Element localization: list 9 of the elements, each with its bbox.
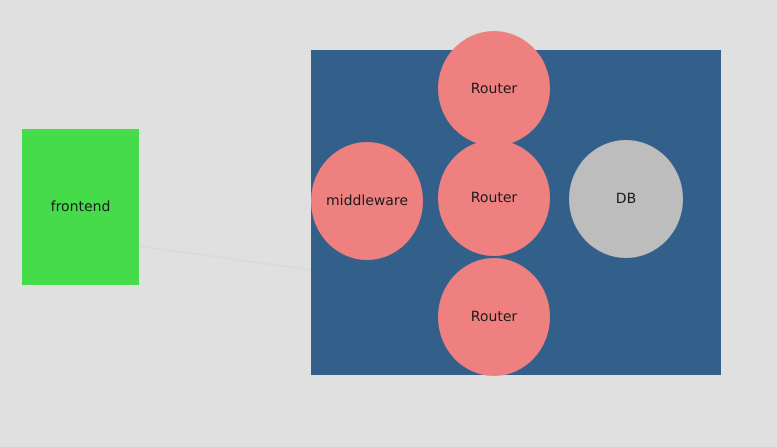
node-label: frontend: [50, 199, 110, 215]
container-box: [311, 50, 721, 375]
connector-line: [138, 245, 312, 271]
process-box: [22, 129, 139, 285]
node-label: Router: [470, 80, 518, 96]
node-label: Router: [470, 309, 518, 325]
node-label: DB: [616, 191, 636, 207]
node-label: middleware: [326, 193, 408, 209]
node-label: Router: [470, 190, 518, 206]
